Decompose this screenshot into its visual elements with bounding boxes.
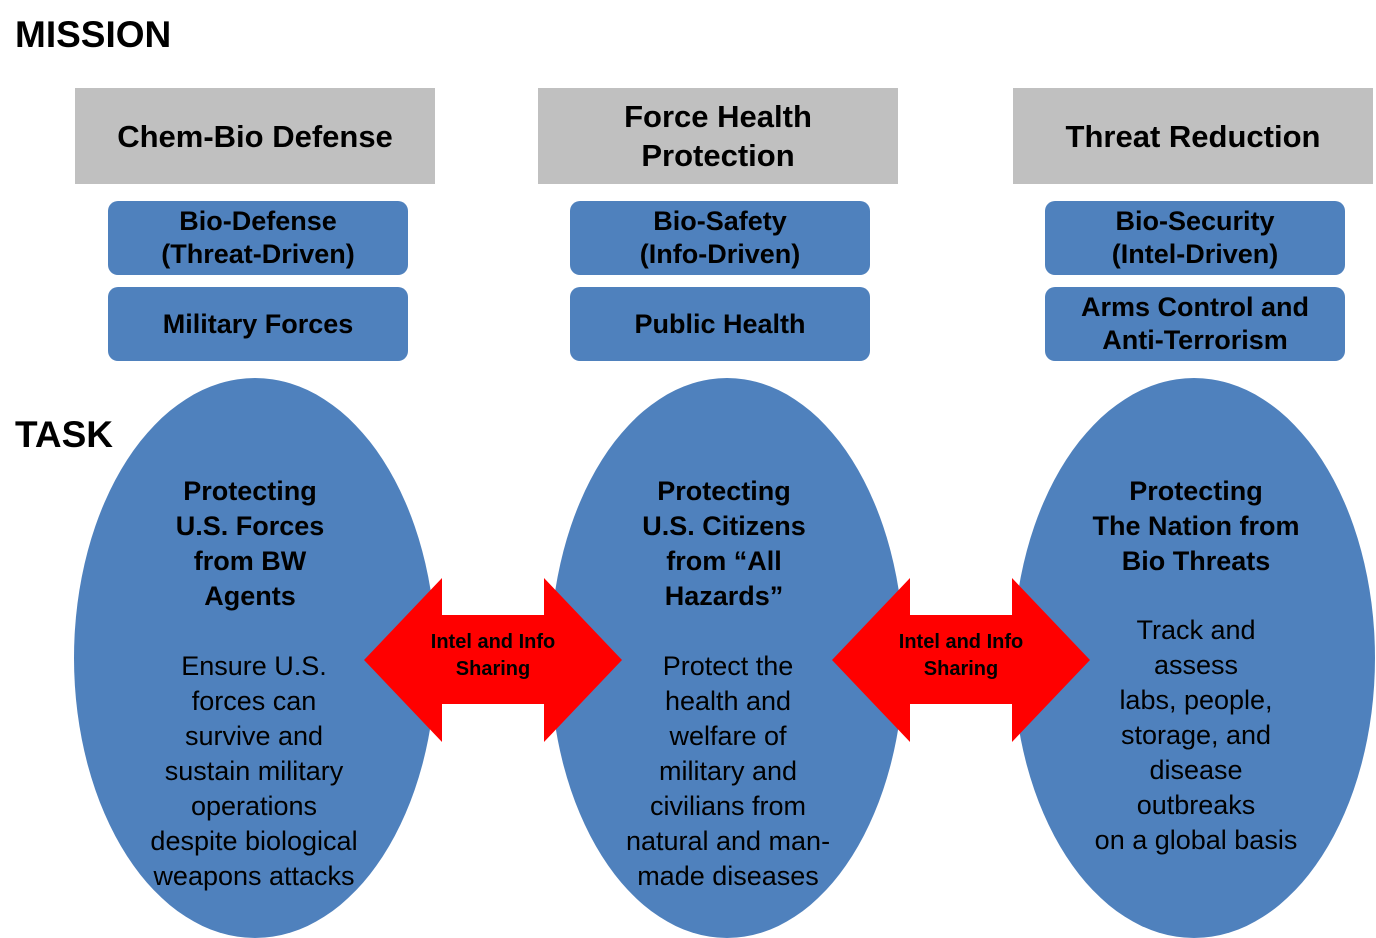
- task-desc-citizens: Protect the health and welfare of milita…: [625, 651, 831, 891]
- mission-header-chem-bio: Chem-Bio Defense: [75, 88, 435, 184]
- double-arrow-right: [832, 578, 1090, 742]
- mission-label: MISSION: [15, 14, 172, 55]
- task-title-nation: Protecting The Nation from Bio Threats: [1092, 476, 1300, 576]
- military-forces-box: Military Forces: [108, 287, 408, 361]
- task-desc-forces: Ensure U.S. forces can survive and susta…: [150, 651, 358, 891]
- mission-header-threat-reduction: Threat Reduction: [1013, 88, 1373, 184]
- bio-security-box: Bio-Security (Intel-Driven): [1045, 201, 1345, 275]
- task-title-citizens: Protecting U.S. Citizens from “All Hazar…: [642, 476, 806, 611]
- task-title-forces: Protecting U.S. Forces from BW Agents: [175, 476, 325, 611]
- task-label: TASK: [15, 414, 113, 455]
- double-arrow-left: [364, 578, 622, 742]
- intel-sharing-label-left: Intel and Info Sharing: [430, 631, 556, 680]
- task-desc-nation: Track and assess labs, people, storage, …: [1094, 615, 1298, 855]
- bio-safety-box: Bio-Safety (Info-Driven): [570, 201, 870, 275]
- arms-control-box: Arms Control and Anti-Terrorism: [1045, 287, 1345, 361]
- bio-defense-box: Bio-Defense (Threat-Driven): [108, 201, 408, 275]
- mission-header-force-health: Force Health Protection: [538, 88, 898, 184]
- public-health-box: Public Health: [570, 287, 870, 361]
- intel-sharing-label-right: Intel and Info Sharing: [898, 631, 1024, 680]
